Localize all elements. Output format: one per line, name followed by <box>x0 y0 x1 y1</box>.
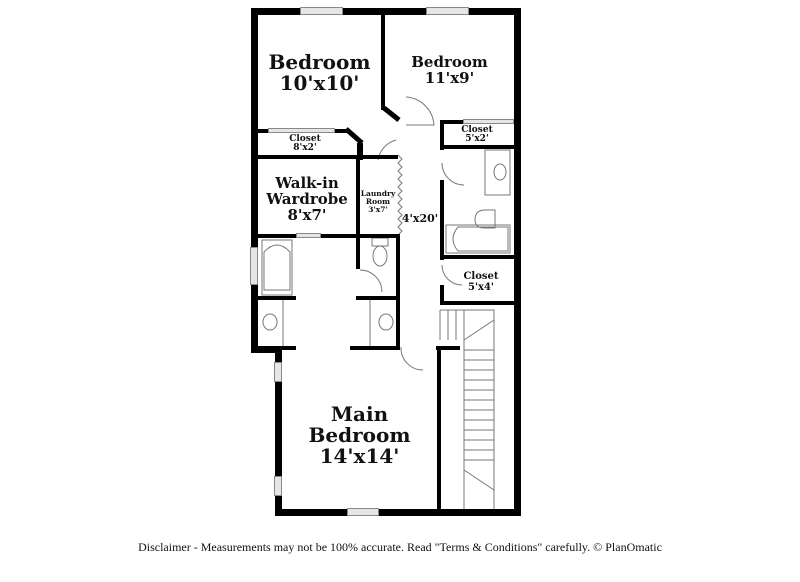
wall <box>258 296 296 300</box>
wall <box>440 255 514 259</box>
room-dims: 10'x10' <box>279 71 360 95</box>
window <box>347 508 379 516</box>
room-label-bedroom-2: Bedroom 11'x9' <box>385 53 514 87</box>
room-dims: 14'x14' <box>319 444 400 468</box>
wall <box>258 234 296 238</box>
window <box>300 7 343 15</box>
wall <box>396 234 400 349</box>
wall <box>440 120 444 150</box>
wall <box>440 145 514 149</box>
room-dims: 3'x7' <box>368 204 388 214</box>
room-label-main-bedroom: Main Bedroom 14'x14' <box>282 404 437 467</box>
room-name: Wardrobe <box>266 189 348 208</box>
wall <box>357 143 363 160</box>
sliding-door <box>296 233 321 238</box>
wall <box>356 234 360 269</box>
wall <box>275 346 282 516</box>
room-label-laundry: Laundry Room 3'x7' <box>359 190 397 214</box>
room-name: Room <box>365 196 391 206</box>
room-name: Bedroom <box>308 423 411 447</box>
room-name: Laundry <box>360 189 396 198</box>
wall <box>514 8 521 516</box>
wall <box>381 15 385 110</box>
wall <box>258 129 268 133</box>
wall <box>356 296 399 300</box>
wall <box>437 346 441 512</box>
disclaimer: Disclaimer - Measurements may not be 100… <box>138 540 662 554</box>
room-dims: 5'x2' <box>465 134 489 145</box>
room-dims: 8'x7' <box>287 205 327 224</box>
room-dims: 5'x4' <box>467 281 494 293</box>
room-label-bedroom-1: Bedroom 10'x10' <box>258 52 381 94</box>
room-label-closet-1: Closet 8'x2' <box>270 134 340 154</box>
window <box>274 362 282 382</box>
wall <box>436 346 460 350</box>
wall <box>258 346 296 350</box>
wall <box>251 8 258 353</box>
room-label-walk-in: Walk-in Wardrobe 8'x7' <box>258 174 356 224</box>
wall <box>251 8 521 15</box>
room-dims: 4'x20' <box>401 212 439 225</box>
wall <box>356 155 360 235</box>
room-dims: 8'x2' <box>293 143 317 154</box>
window <box>274 476 282 496</box>
room-dims: 11'x9' <box>424 68 475 87</box>
window <box>426 7 469 15</box>
wall <box>440 180 444 260</box>
wall <box>440 285 444 305</box>
wall <box>350 346 400 350</box>
room-label-closet-3: Closet 5'x4' <box>452 271 510 293</box>
room-name: Closet <box>461 125 493 135</box>
wall <box>440 301 514 305</box>
wall <box>335 129 349 133</box>
wall <box>440 120 464 124</box>
closet-door <box>268 128 335 133</box>
room-name: Main <box>330 402 389 426</box>
wall <box>275 509 521 516</box>
room-name: Walk-in <box>275 174 339 192</box>
room-name: Bedroom <box>411 53 488 71</box>
room-name: Bedroom <box>268 50 371 74</box>
room-name: Closet <box>289 134 321 144</box>
room-label-closet-2: Closet 5'x2' <box>446 125 508 145</box>
room-label-hallway: 4'x20' <box>400 213 440 225</box>
closet-door <box>463 119 514 124</box>
wall <box>258 155 398 159</box>
wall <box>321 234 399 238</box>
window <box>250 247 258 285</box>
room-name: Closet <box>463 271 499 282</box>
